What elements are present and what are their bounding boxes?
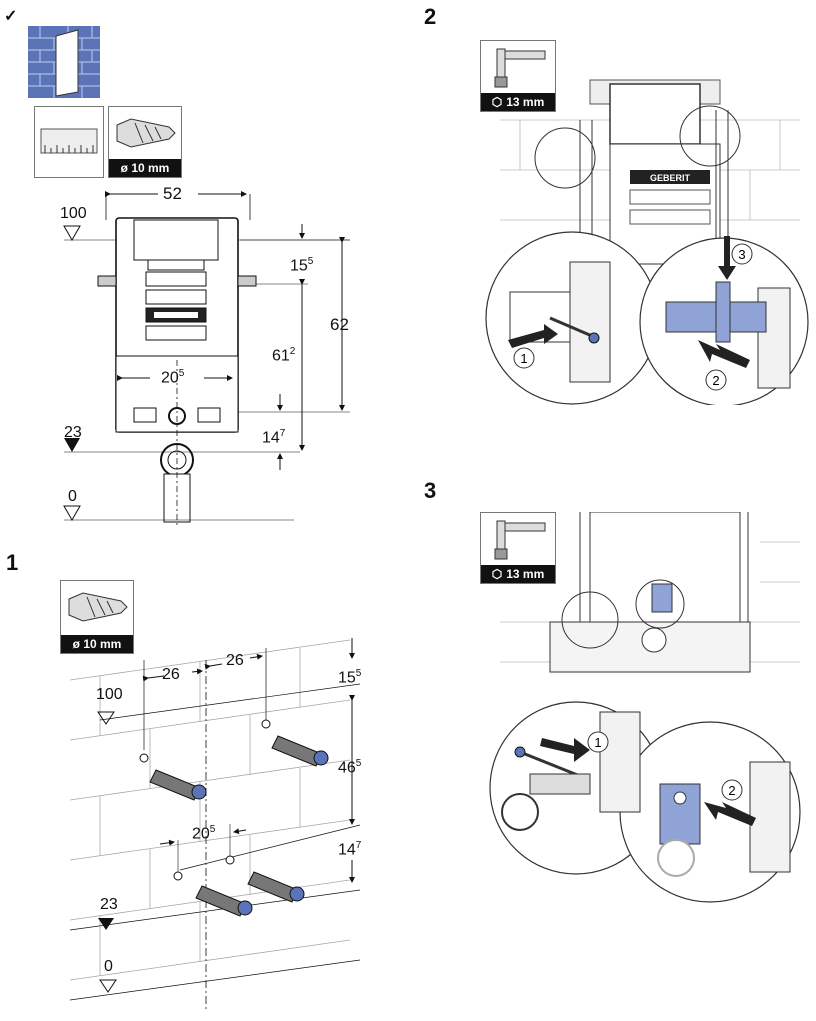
step1-dim-top-offset: 155 (338, 668, 362, 687)
dim-width: 52 (163, 184, 182, 203)
wall-drilling-drawing (69, 638, 361, 1010)
step1-drill-tool: ø 10 mm (60, 580, 134, 654)
step1-dim-bottom-offset: 147 (338, 840, 362, 859)
step3-callout-1: 1 (594, 735, 601, 750)
level-0-label: 0 (68, 488, 77, 505)
step1-dim-right-spacing: 26 (226, 652, 244, 669)
drill-bit-icon (68, 592, 128, 622)
wrench-size-badge: ⬡13 mm (481, 565, 555, 583)
hex-nut-icon: ⬡ (491, 95, 503, 109)
step2-callout-2: 2 (712, 373, 719, 388)
dim-bottom-offset: 147 (262, 428, 286, 447)
frame-dimension-drawing (63, 191, 350, 528)
step2-callout-3: 3 (738, 247, 745, 262)
level-100-label: 100 (60, 205, 87, 222)
anchor-upper-left (139, 753, 207, 801)
ruler-tool (34, 106, 104, 178)
drill-tool: ø 10 mm (108, 106, 182, 178)
checkmark: ✓ (4, 8, 18, 25)
step-1-number: 1 (6, 550, 19, 575)
ruler-icon (40, 128, 98, 154)
dim-mid-height: 612 (272, 346, 296, 365)
step3-callout-2: 2 (728, 783, 735, 798)
wrench-size-badge: ⬡13 mm (481, 93, 555, 111)
anchor-lower-left (173, 871, 253, 917)
socket-wrench-icon (494, 520, 546, 560)
step1-level-0: 0 (104, 958, 113, 975)
dim-top-offset: 155 (290, 256, 314, 275)
step1-level-23: 23 (100, 896, 118, 913)
drill-bit-icon (116, 118, 176, 148)
step-2-number: 2 (424, 4, 437, 29)
step2-frame-drawing: GEBERIT 1 3 2 (485, 79, 809, 405)
step1-dim-left-spacing: 26 (162, 666, 180, 683)
level-23-label: 23 (64, 424, 82, 441)
step-3-number: 3 (424, 478, 437, 503)
step1-level-100: 100 (96, 686, 123, 703)
dim-total-height: 62 (330, 315, 349, 334)
socket-wrench-icon (494, 48, 546, 88)
step3-wrench-tool: ⬡13 mm (480, 512, 556, 584)
step1-dim-bottom-spacing: 205 (192, 824, 216, 843)
dim-bolt-spacing: 205 (161, 368, 185, 387)
step2-wrench-tool: ⬡13 mm (480, 40, 556, 112)
anchor-lower-right (225, 855, 305, 903)
wall-pictogram (28, 26, 100, 98)
hex-nut-icon: ⬡ (491, 567, 503, 581)
step2-callout-1: 1 (520, 351, 527, 366)
step1-dim-vertical: 465 (338, 758, 362, 777)
drill-size-badge: ø 10 mm (61, 635, 133, 653)
step3-frame-drawing: 1 2 (489, 512, 801, 903)
anchor-upper-right (261, 719, 329, 767)
drill-size-badge: ø 10 mm (109, 159, 181, 177)
brand-logo: GEBERIT (650, 173, 691, 183)
